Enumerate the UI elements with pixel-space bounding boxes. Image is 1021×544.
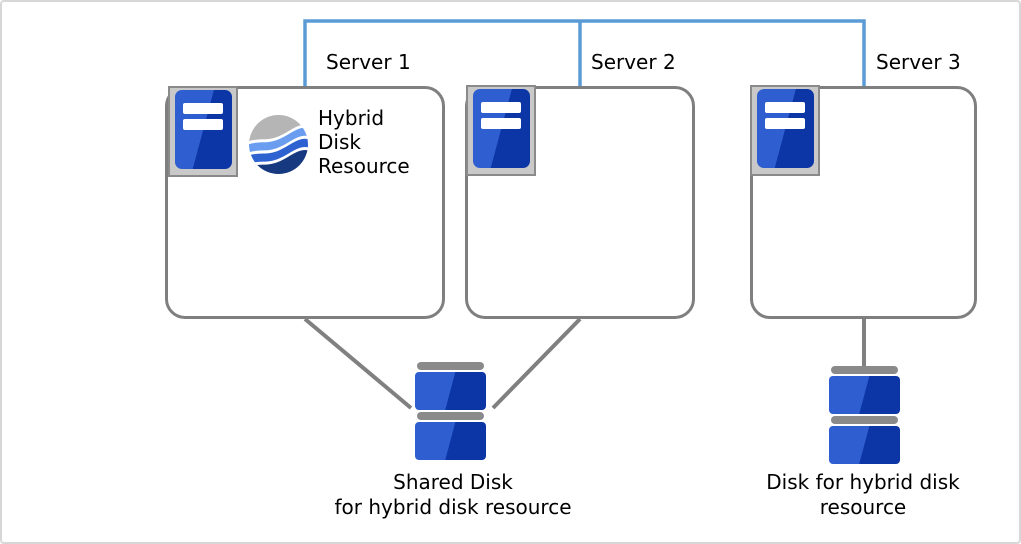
- server-icon-slot: [183, 119, 223, 130]
- disk-cap: [417, 362, 484, 370]
- server-icon-slot: [481, 102, 521, 113]
- hybrid-disk-resource-label: Hybrid Disk Resource: [318, 106, 448, 178]
- shared-disk-label: Shared Disk for hybrid disk resource: [293, 470, 613, 520]
- server-icon-slot: [183, 103, 223, 114]
- hybrid-disk-label: Disk for hybrid disk resource: [733, 470, 993, 520]
- disk-link-lines: [303, 317, 866, 410]
- server2-box: [465, 86, 695, 319]
- hybrid-disk-resource-icon: [249, 115, 308, 174]
- disk-platter: [415, 372, 486, 410]
- server2-label: Server 2: [591, 50, 676, 74]
- server-icon-slot: [765, 102, 805, 113]
- shared-disk-label-line: for hybrid disk resource: [334, 495, 572, 519]
- shared-disk-icon: [415, 362, 486, 460]
- shared-disk-label-line: Shared Disk: [393, 470, 513, 494]
- disk-platter: [829, 376, 900, 414]
- hybrid-resource-label-line: Resource: [318, 154, 410, 178]
- hybrid-disk-label-line: Disk for hybrid disk: [766, 470, 960, 494]
- disk-cap: [831, 416, 898, 424]
- disk-cap: [831, 366, 898, 374]
- server-icon-slot: [765, 118, 805, 129]
- server-icon-panel: [175, 90, 232, 169]
- server-icon: [466, 85, 536, 176]
- interconnect-line: [303, 19, 866, 87]
- server-icon: [750, 85, 820, 176]
- disk-platter: [415, 422, 486, 460]
- hybrid-resource-label-line: Hybrid: [318, 106, 385, 130]
- server-icon-panel: [757, 89, 814, 168]
- hybrid-resource-label-line: Disk: [318, 130, 361, 154]
- server-icon-panel: [473, 89, 530, 168]
- server3-label: Server 3: [876, 50, 961, 74]
- server1-label: Server 1: [326, 50, 411, 74]
- hybrid-disk-icon: [829, 366, 900, 464]
- hybrid-disk-label-line: resource: [819, 495, 907, 519]
- disk-cap: [417, 412, 484, 420]
- server-icon: [168, 86, 238, 177]
- server-icon-slot: [481, 118, 521, 129]
- disk-platter: [829, 426, 900, 464]
